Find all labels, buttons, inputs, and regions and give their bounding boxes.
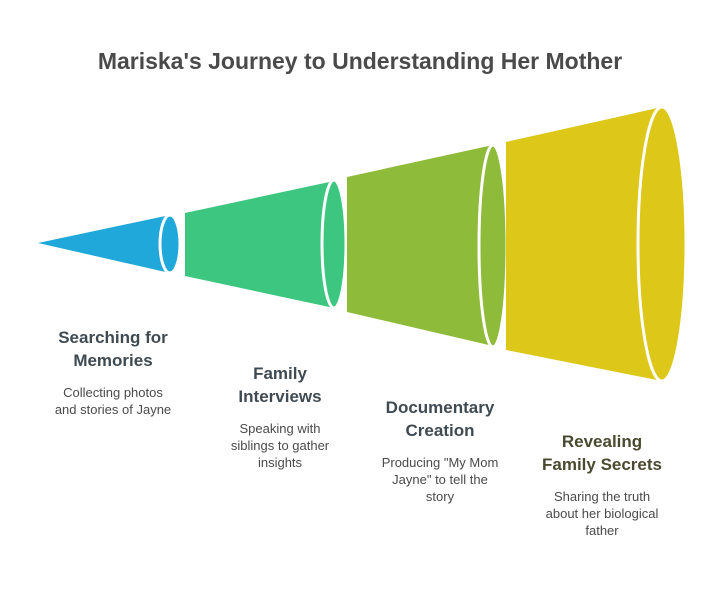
diagram-title: Mariska's Journey to Understanding Her M…: [97, 48, 623, 74]
stage-2-desc-line: Speaking with: [239, 421, 321, 436]
stage-3-desc-line: story: [425, 489, 455, 504]
stage-1-title-line: Memories: [73, 351, 153, 370]
stage-1-title-line: Searching for: [58, 328, 168, 347]
stage-3-title: Documentary Creation: [355, 396, 525, 442]
stage-1-desc-line: and stories of Jayne: [54, 402, 172, 417]
stage-1-desc-line: Collecting photos: [63, 385, 163, 400]
stage-3-desc-line: Producing "My Mom: [381, 455, 499, 470]
stage-2-title: Family Interviews: [195, 362, 365, 408]
stage-4-text: Revealing Family Secrets Sharing the tru…: [517, 430, 687, 539]
stage-4-title-line: Family Secrets: [541, 455, 662, 474]
funnel-stage-1: [38, 213, 182, 275]
stage-3-title-line: Creation: [405, 421, 475, 440]
stage-4-title: Revealing Family Secrets: [517, 430, 687, 476]
stage-2-desc-line: siblings to gather: [230, 438, 330, 453]
stage-2-title-line: Family: [253, 364, 307, 383]
stage-2-title-line: Interviews: [238, 387, 322, 406]
stage-1-description: Collecting photos and stories of Jayne: [28, 384, 198, 418]
stage-3-description: Producing "My Mom Jayne" to tell the sto…: [355, 454, 525, 505]
stage-4-description: Sharing the truth about her biological f…: [517, 488, 687, 539]
stage-3-text: Documentary Creation Producing "My Mom J…: [355, 396, 525, 505]
funnel-stage-3: [347, 143, 509, 349]
funnel-stage-2: [185, 178, 348, 310]
stage-1-title: Searching for Memories: [28, 326, 198, 372]
stage-1-text: Searching for Memories Collecting photos…: [28, 326, 198, 418]
stage-4-desc-line: father: [585, 523, 619, 538]
stage-2-description: Speaking with siblings to gather insight…: [195, 420, 365, 471]
stage-4-desc-line: about her biological: [545, 506, 659, 521]
funnel-stage-4: [506, 105, 688, 383]
stage-2-text: Family Interviews Speaking with siblings…: [195, 362, 365, 471]
stage-3-desc-line: Jayne" to tell the: [392, 472, 488, 487]
stage-4-desc-line: Sharing the truth: [553, 489, 651, 504]
stage-3-title-line: Documentary: [385, 398, 495, 417]
stage-2-desc-line: insights: [257, 455, 303, 470]
stage-4-title-line: Revealing: [561, 432, 643, 451]
